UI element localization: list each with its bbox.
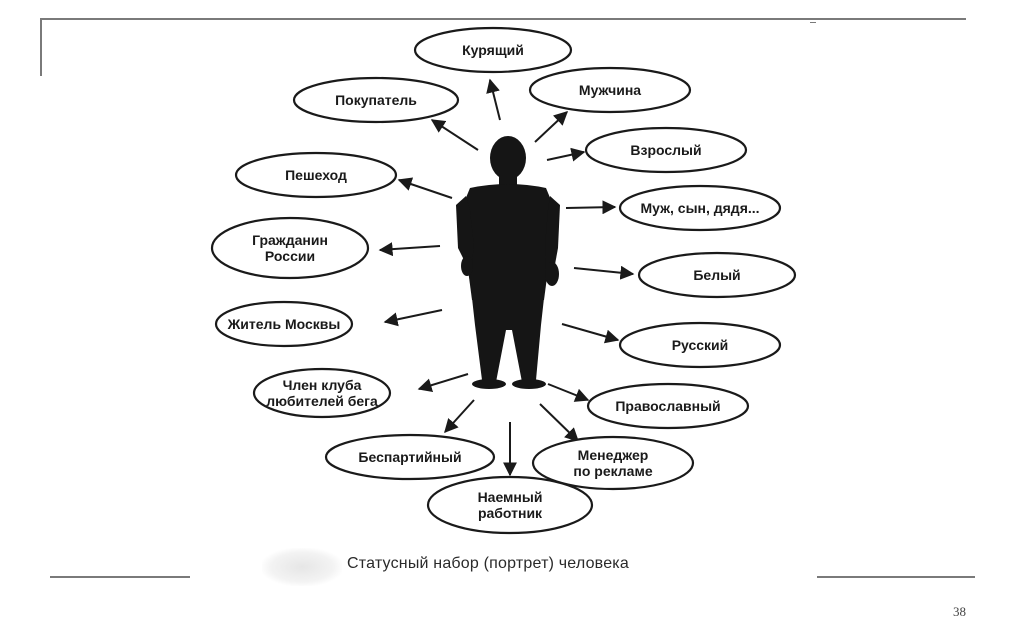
status-bubble-russian: Русский: [620, 323, 780, 367]
arrow-russian: [562, 324, 618, 340]
status-bubble-orthodox: Православный: [588, 384, 748, 428]
status-label-employee-line-1: Наемный: [478, 489, 543, 505]
status-bubble-smoker: Курящий: [415, 28, 571, 72]
status-bubble-man: Мужчина: [530, 68, 690, 112]
status-label-citizen-line-1: Гражданин: [252, 232, 328, 248]
status-label-adult: Взрослый: [630, 142, 701, 158]
status-label-russian: Русский: [672, 337, 729, 353]
status-bubble-adult: Взрослый: [586, 128, 746, 172]
status-bubble-moscow-resident: Житель Москвы: [216, 302, 352, 346]
status-bubble-family: Муж, сын, дядя...: [620, 186, 780, 230]
arrow-orthodox: [548, 384, 588, 400]
arrow-adult: [547, 152, 584, 160]
arrow-pedestrian: [399, 180, 452, 198]
status-bubble-pedestrian: Пешеход: [236, 153, 396, 197]
status-label-manager-line-2: по рекламе: [573, 463, 652, 479]
human-silhouette-icon: [456, 136, 560, 389]
status-label-orthodox: Православный: [615, 398, 720, 414]
status-label-employee-line-2: работник: [478, 505, 543, 521]
arrow-citizen: [380, 246, 440, 250]
arrow-man: [535, 112, 567, 142]
status-label-nonparty: Беспартийный: [358, 449, 461, 465]
arrow-family: [566, 207, 615, 208]
arrow-white: [574, 268, 633, 274]
arrow-manager: [540, 404, 578, 441]
page-number: 38: [953, 604, 966, 620]
status-label-citizen-line-2: России: [265, 248, 315, 264]
status-label-family: Муж, сын, дядя...: [640, 200, 759, 216]
status-label-white: Белый: [693, 267, 740, 283]
arrow-nonparty: [445, 400, 474, 432]
diagram-caption: Статусный набор (портрет) человека: [347, 555, 629, 573]
status-bubble-white: Белый: [639, 253, 795, 297]
status-label-pedestrian: Пешеход: [285, 167, 347, 183]
status-label-smoker: Курящий: [462, 42, 524, 58]
status-label-moscow-resident: Житель Москвы: [227, 316, 341, 332]
status-label-runners-club-line-1: Член клуба: [283, 377, 362, 393]
status-bubble-nonparty: Беспартийный: [326, 435, 494, 479]
status-label-runners-club-line-2: любителей бега: [266, 393, 378, 409]
status-label-buyer: Покупатель: [335, 92, 417, 108]
arrow-moscow-resident: [385, 310, 442, 322]
status-bubble-buyer: Покупатель: [294, 78, 458, 122]
arrow-buyer: [432, 120, 478, 150]
scan-smudge: [262, 548, 342, 586]
arrow-runners-club: [419, 374, 468, 389]
status-label-manager-line-1: Менеджер: [578, 447, 649, 463]
arrow-smoker: [490, 80, 500, 120]
status-label-man: Мужчина: [579, 82, 641, 98]
